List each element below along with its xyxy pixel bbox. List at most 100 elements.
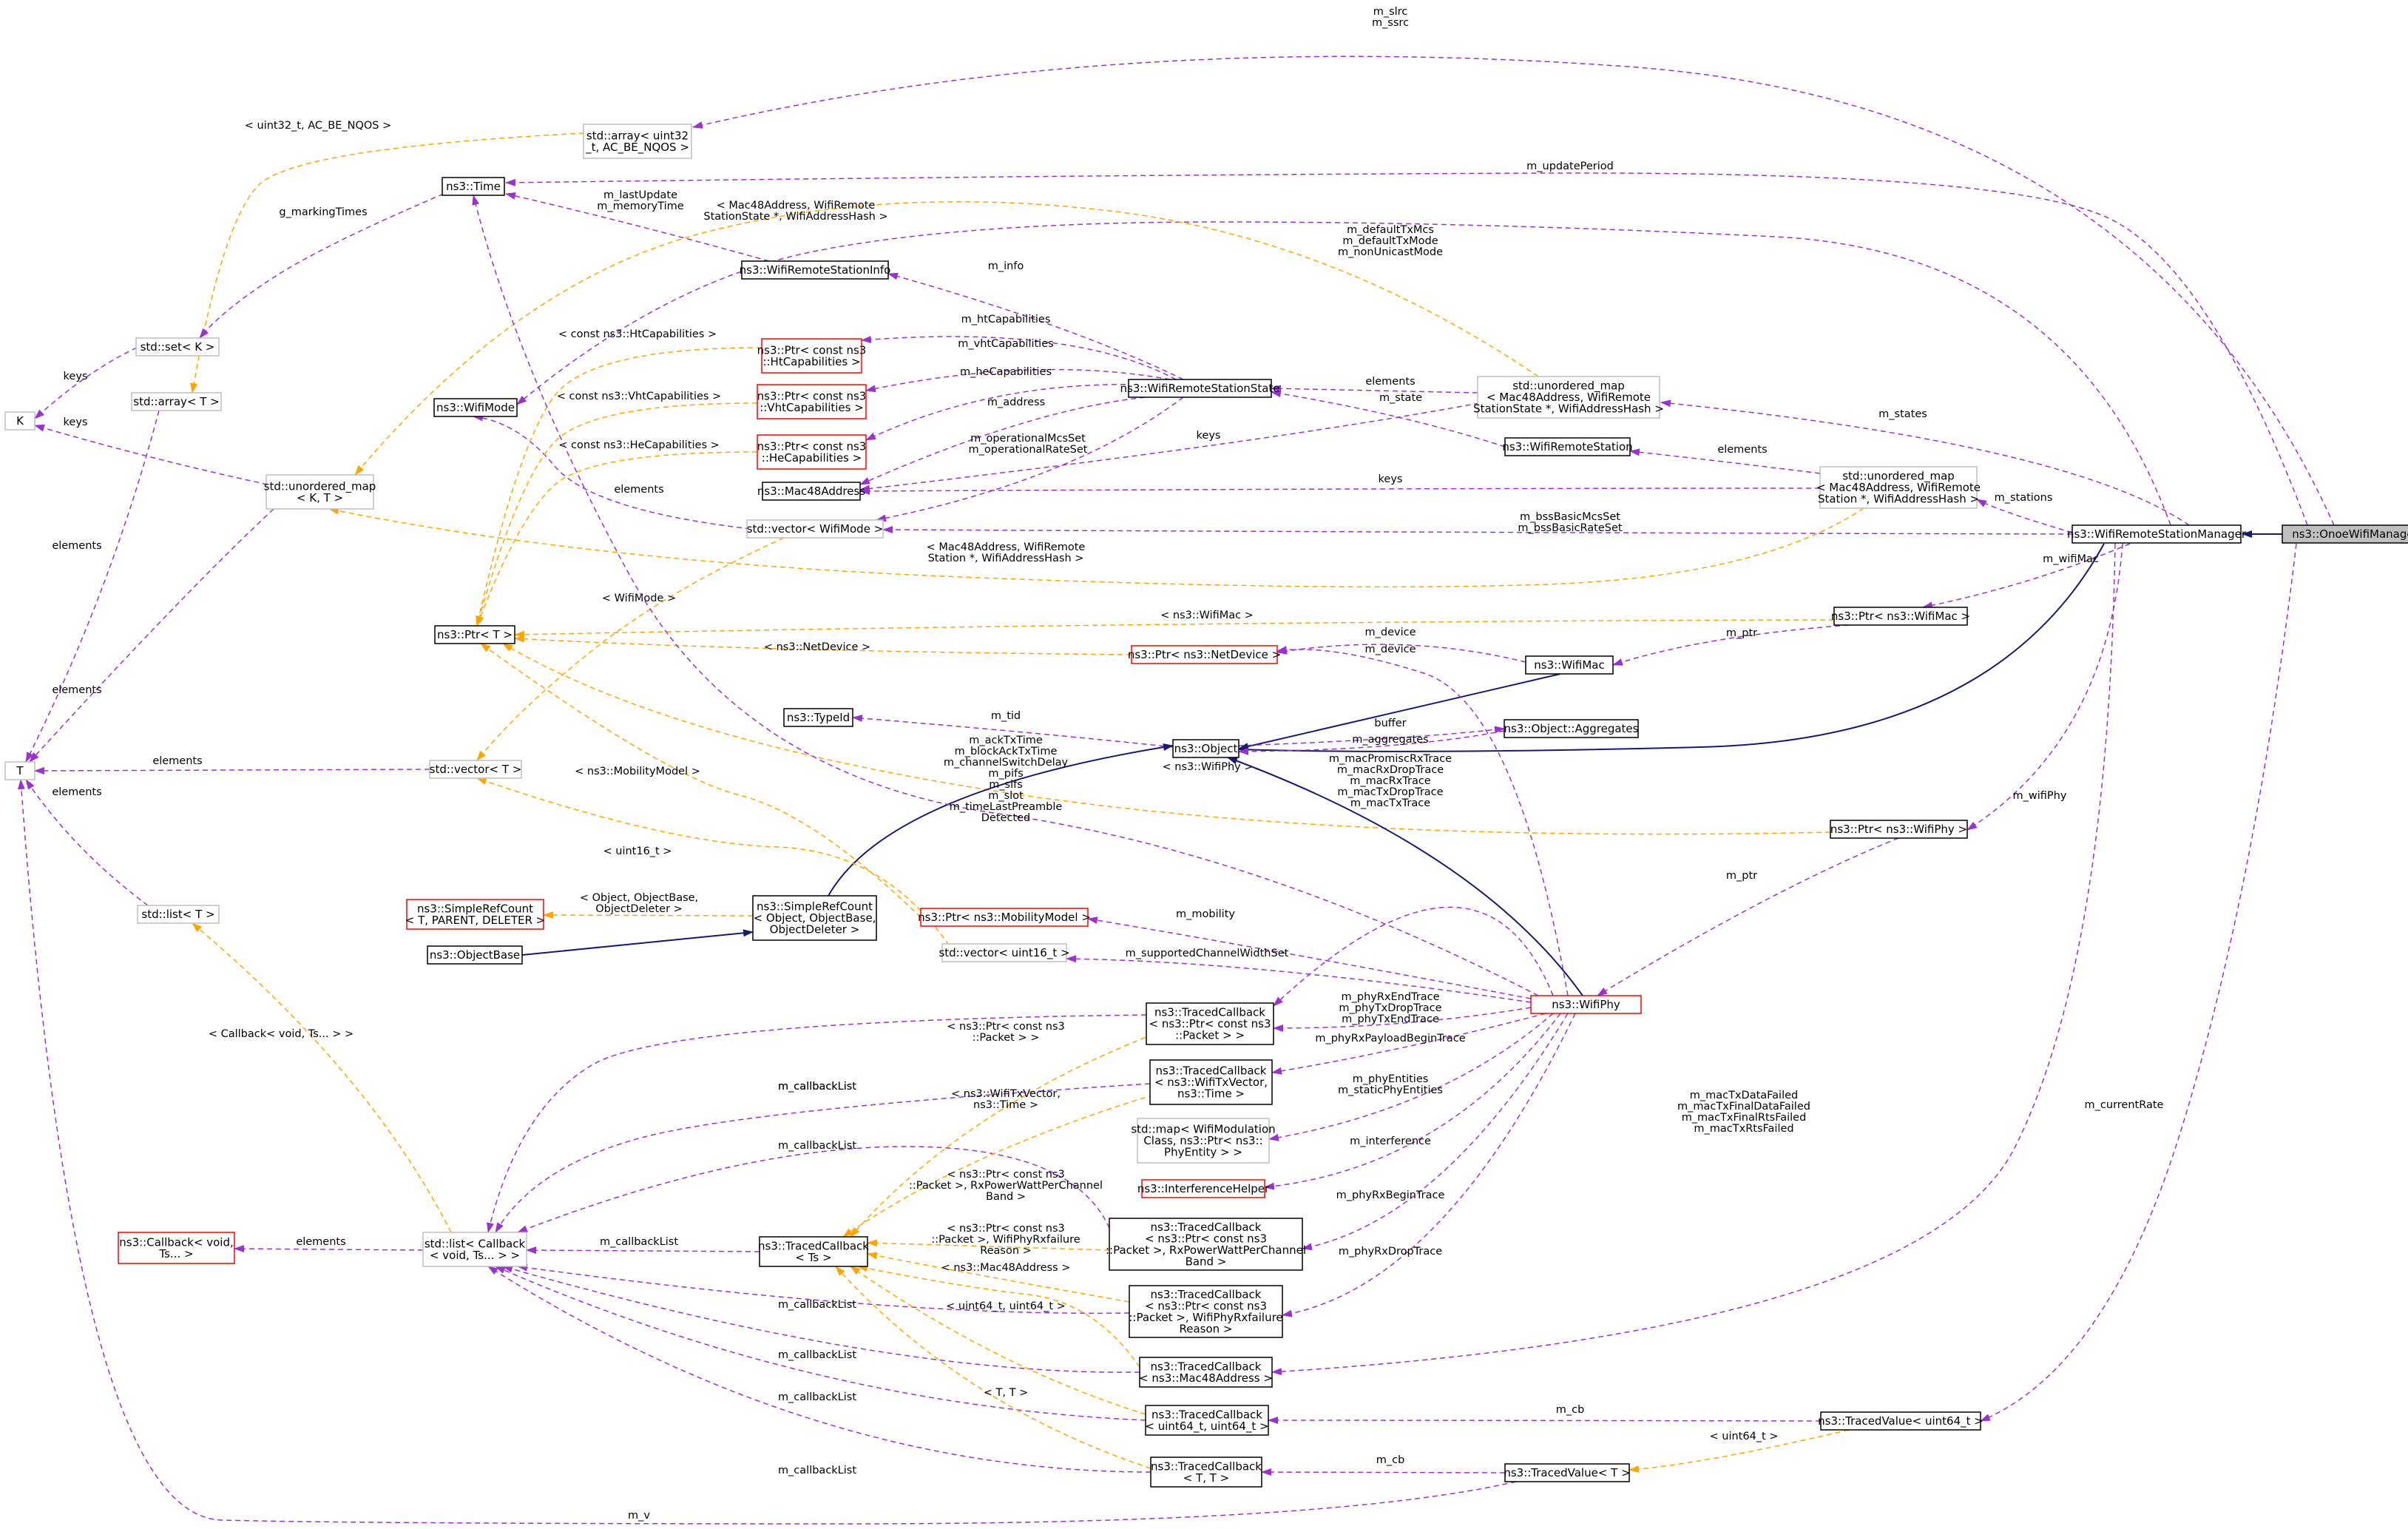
node-tc_txvec[interactable]: ns3::TracedCallback< ns3::WifiTxVector,n…: [1149, 1059, 1273, 1105]
node-wifimode[interactable]: ns3::WifiMode: [433, 398, 518, 417]
node-tv_u64[interactable]: ns3::TracedValue< uint64_t >: [1818, 1411, 1983, 1431]
edge-line: [1966, 543, 2123, 831]
node-tc_pkt[interactable]: ns3::TracedCallback< ns3::Ptr< const ns3…: [1146, 1002, 1274, 1045]
node-time[interactable]: ns3::Time: [442, 177, 505, 196]
node-t[interactable]: T: [4, 761, 35, 780]
node-box: [741, 260, 889, 280]
edge-line: [25, 779, 149, 906]
node-ptr_t[interactable]: ns3::Ptr< T >: [434, 625, 515, 644]
node-label: ns3::Ptr< const ns3::HeCapabilities >: [757, 439, 867, 465]
node-objbase[interactable]: ns3::ObjectBase: [427, 945, 523, 965]
edge-line: [472, 195, 1539, 996]
edge-ptr_vht-to-ptr_t: < const ns3::VhtCapabilities >: [476, 391, 758, 627]
edge-line: [476, 402, 758, 627]
edge-label: < ns3::WifiTxVector,ns3::Time >: [951, 1088, 1061, 1111]
edge-label: elements: [1365, 376, 1415, 388]
node-label: K: [16, 414, 24, 428]
edge-label: < uint32_t, AC_BE_NQOS >: [245, 120, 392, 132]
node-vec_t[interactable]: std::vector< T >: [429, 760, 522, 779]
node-object[interactable]: ns3::Object: [1172, 739, 1239, 758]
edge-label: m_wifiPhy: [2013, 790, 2067, 802]
node-umap_station[interactable]: std::unordered_map< Mac48Address, WifiRe…: [1816, 466, 1981, 509]
node-typeid[interactable]: ns3::TypeId: [783, 708, 853, 727]
node-box: [2282, 524, 2408, 544]
node-wifimac[interactable]: ns3::WifiMac: [1525, 655, 1614, 675]
node-callback[interactable]: ns3::Callback< void,Ts... >: [118, 1232, 235, 1264]
node-tc_mac48[interactable]: ns3::TracedCallback< ns3::Mac48Address >: [1139, 1357, 1273, 1388]
node-label: std::list< T >: [141, 908, 214, 921]
node-tc_u64[interactable]: ns3::TracedCallback< uint64_t, uint64_t …: [1145, 1405, 1269, 1436]
node-wifiphy[interactable]: ns3::WifiPhy: [1530, 995, 1642, 1014]
node-ptr_ht[interactable]: ns3::Ptr< const ns3::HtCapabilities >: [757, 338, 867, 374]
node-ptr_he[interactable]: ns3::Ptr< const ns3::HeCapabilities >: [757, 434, 867, 470]
node-arr_t[interactable]: std::array< T >: [131, 392, 222, 411]
node-ptr_mobility[interactable]: ns3::Ptr< ns3::MobilityModel >: [918, 908, 1091, 927]
node-tc_rxfail[interactable]: ns3::TracedCallback< ns3::Ptr< const ns3…: [1129, 1285, 1283, 1338]
edge-wrsstate-to-ptr_ht: m_htCapabilities: [861, 314, 1177, 380]
node-tc_tt[interactable]: ns3::TracedCallback< T, T >: [1150, 1457, 1262, 1488]
edge-vec_t-to-t: elements: [34, 755, 430, 774]
node-ptr_wifiphy[interactable]: ns3::Ptr< ns3::WifiPhy >: [1830, 820, 1968, 839]
node-ptr_netdev[interactable]: ns3::Ptr< ns3::NetDevice >: [1128, 645, 1281, 664]
node-label: ns3::Time: [446, 180, 501, 193]
edge-label: elements: [296, 1236, 345, 1248]
node-list_cb[interactable]: std::list< Callback< void, Ts... > >: [422, 1232, 527, 1267]
edge-label: m_info: [988, 260, 1024, 272]
node-wrsinfo[interactable]: ns3::WifiRemoteStationInfo: [740, 260, 891, 280]
node-box: [4, 761, 35, 780]
node-label: std::array< uint32_t, AC_BE_NQOS >: [585, 129, 689, 155]
edge-label: m_ptr: [1726, 627, 1757, 639]
node-arr_uint32[interactable]: std::array< uint32_t, AC_BE_NQOS >: [583, 124, 692, 159]
node-box: [583, 124, 692, 159]
edge-wrsstate-to-ptr_he: m_heCapabilities: [865, 366, 1162, 441]
edge-label: elements: [152, 755, 202, 767]
node-vec_wifimode[interactable]: std::vector< WifiMode >: [746, 519, 884, 539]
node-interf[interactable]: ns3::InterferenceHelper: [1137, 1179, 1270, 1198]
node-ptr_wifimac[interactable]: ns3::Ptr< ns3::WifiMac >: [1831, 607, 1970, 626]
node-wrsstate[interactable]: ns3::WifiRemoteStationState: [1120, 379, 1280, 398]
node-k[interactable]: K: [4, 411, 35, 431]
node-src_t[interactable]: ns3::SimpleRefCount< T, PARENT, DELETER …: [405, 899, 545, 930]
edge-line: [859, 487, 1821, 495]
node-set_k[interactable]: std::set< K >: [135, 337, 220, 357]
edge-line: [495, 1266, 1146, 1421]
node-umap_kt[interactable]: std::unordered_map< K, T >: [264, 474, 376, 510]
edge-onoe-to-time: m_updatePeriod: [505, 161, 2308, 526]
node-mac48[interactable]: ns3::Mac48Address: [757, 482, 865, 501]
node-label: ns3::SimpleRefCount< T, PARENT, DELETER …: [405, 902, 545, 927]
edge-time-to-set_k: g_markingTimes: [199, 193, 444, 339]
node-list_t[interactable]: std::list< T >: [137, 905, 220, 924]
node-tc_rxpower[interactable]: ns3::TracedCallback< ns3::Ptr< const ns3…: [1106, 1218, 1306, 1271]
node-umap_state[interactable]: std::unordered_map< Mac48Address, WifiRe…: [1473, 376, 1664, 419]
node-onoe[interactable]: ns3::OnoeWifiManager: [2282, 524, 2408, 544]
edge-label: m_stations: [1995, 492, 2053, 504]
edge-tc_tt-to-tc_ts: < T, T >: [835, 1266, 1151, 1469]
edge-line: [514, 635, 1132, 655]
node-ptr_vht[interactable]: ns3::Ptr< const ns3::VhtCapabilities >: [757, 384, 867, 419]
edge-vec_wifimode-to-wifimode: elements: [473, 414, 751, 530]
edge-list_cb-to-list_t: < Callback< void, Ts... > >: [192, 922, 452, 1233]
edge-src_obj-to-src_t: < Object, ObjectBase,ObjectDeleter >: [543, 892, 754, 919]
node-vec_uint16[interactable]: std::vector< uint16_t >: [938, 943, 1070, 962]
edge-tc_txvec-to-list_cb: m_callbackList: [495, 1081, 1151, 1233]
edge-ptr_wifiphy-to-ptr_t: < ns3::WifiPhy >: [502, 643, 1831, 835]
node-wrs[interactable]: ns3::WifiRemoteStation: [1502, 437, 1633, 456]
edge-label: < ns3::Ptr< const ns3::Packet >, WifiPhy…: [931, 1223, 1080, 1257]
node-label: ns3::WifiRemoteStationState: [1120, 382, 1280, 395]
node-wrsm[interactable]: ns3::WifiRemoteStationManager: [2067, 524, 2247, 544]
node-aggregates[interactable]: ns3::Object::Aggregates: [1504, 719, 1639, 738]
nodes-layer: ns3::OnoeWifiManager ns3::WifiRemoteStati…: [4, 124, 2408, 1488]
edge-line: [1282, 1013, 1576, 1317]
node-tc_ts[interactable]: ns3::TracedCallback< Ts >: [758, 1236, 869, 1267]
node-tv_t[interactable]: ns3::TracedValue< T >: [1504, 1463, 1631, 1482]
edge-label: m_states: [1878, 408, 1927, 420]
node-src_obj[interactable]: ns3::SimpleRefCount< Object, ObjectBase,…: [752, 895, 877, 941]
